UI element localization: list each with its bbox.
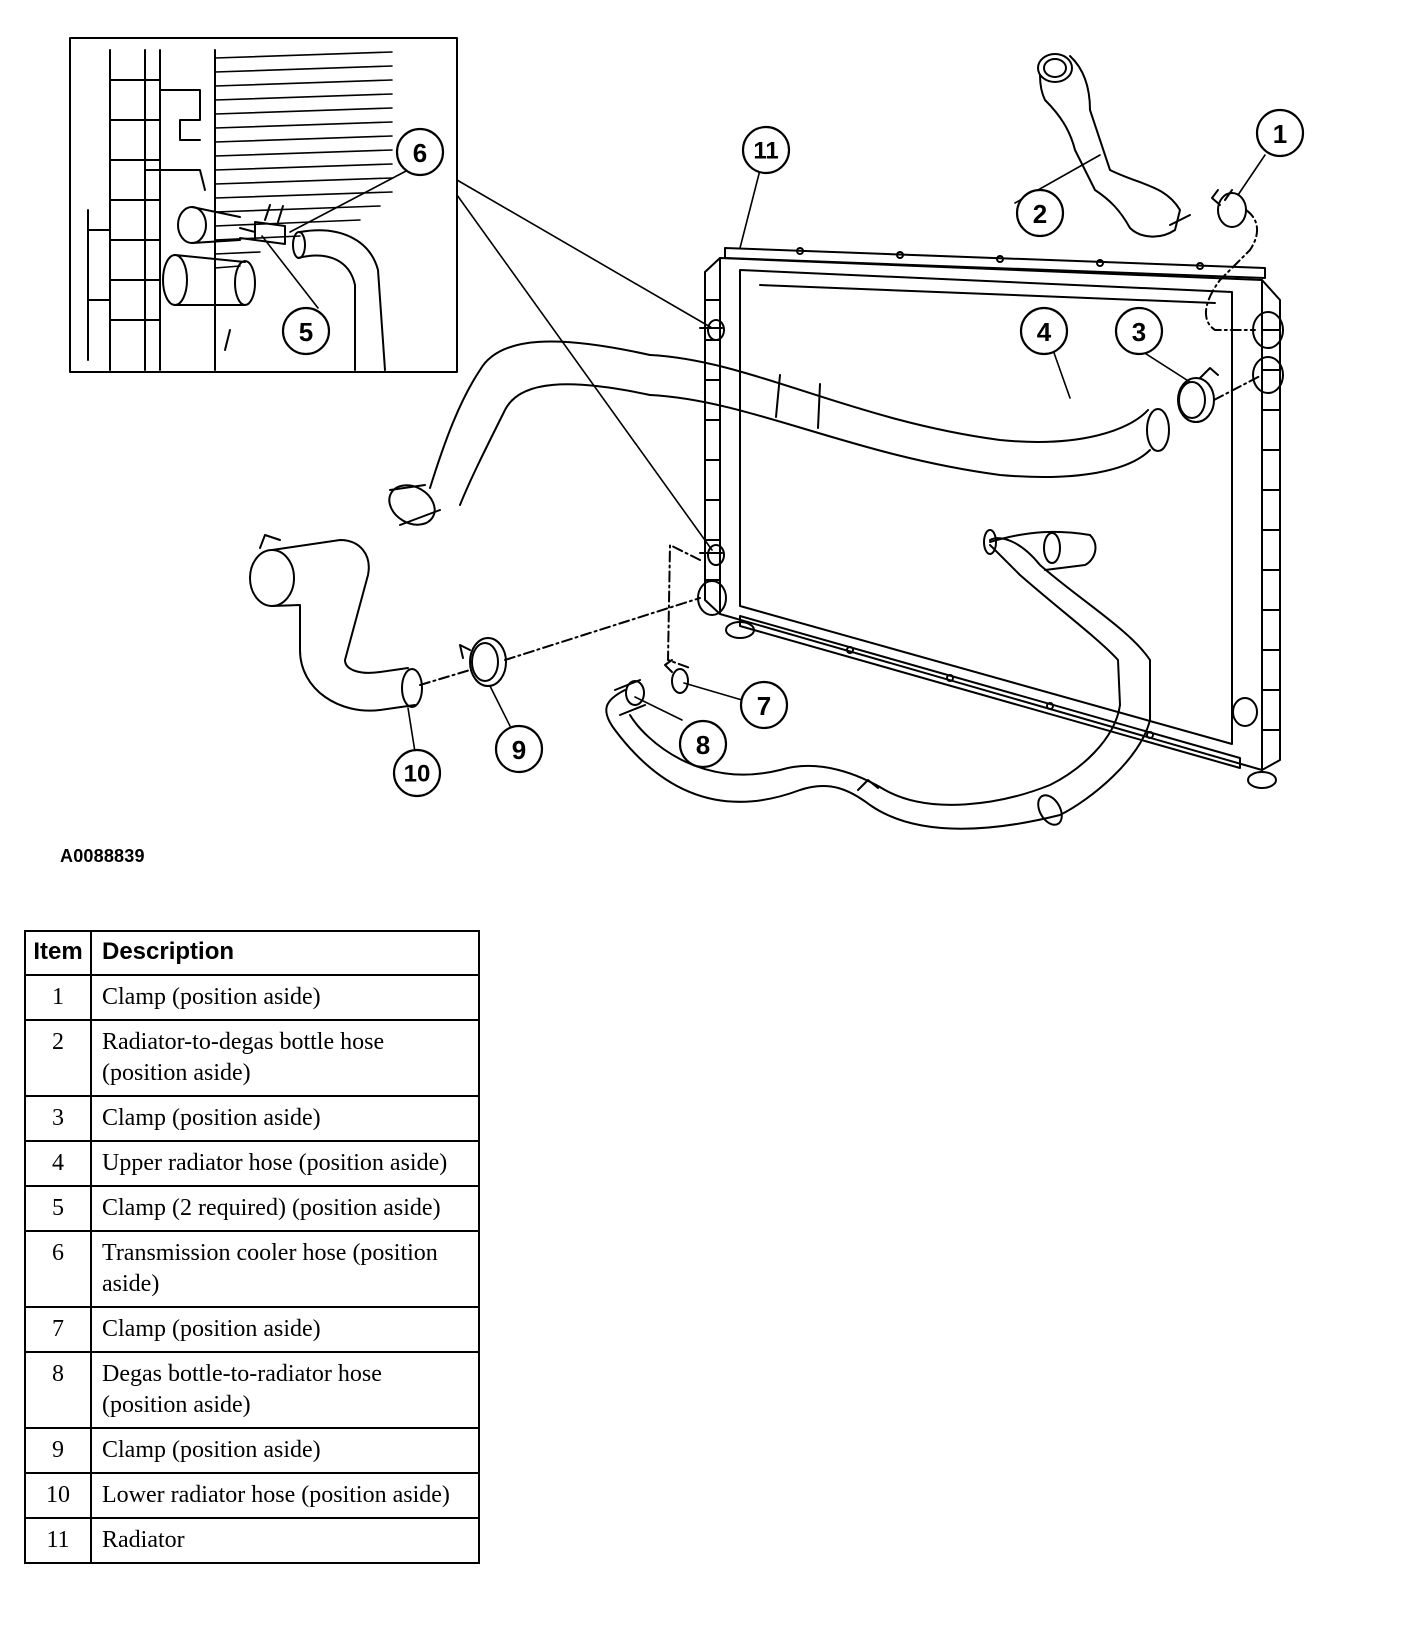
callout-11: 11	[753, 138, 778, 165]
item-number: 2	[24, 1019, 92, 1097]
callout-9: 9	[512, 735, 526, 765]
item-number: 10	[24, 1472, 92, 1519]
clamp-9-shape	[459, 637, 507, 687]
item-number: 4	[24, 1140, 92, 1187]
item-number: 11	[24, 1517, 92, 1564]
table-row: 2 Radiator-to-degas bottle hose (positio…	[24, 1019, 480, 1097]
item-number: 3	[24, 1095, 92, 1142]
callout-8: 8	[696, 730, 710, 760]
item-description: Lower radiator hose (position aside)	[90, 1472, 480, 1519]
item-description: Clamp (2 required) (position aside)	[90, 1185, 480, 1232]
item-column-header: Item	[24, 930, 92, 976]
radiator-to-degas-bottle-hose	[1037, 53, 1191, 238]
table-row: 4 Upper radiator hose (position aside)	[24, 1140, 480, 1187]
item-description: Clamp (position aside)	[90, 1427, 480, 1474]
item-description: Transmission cooler hose (position aside…	[90, 1230, 480, 1308]
item-description: Upper radiator hose (position aside)	[90, 1140, 480, 1187]
table-row: 10 Lower radiator hose (position aside)	[24, 1472, 480, 1519]
figure-id: A0088839	[60, 846, 145, 866]
item-description: Radiator	[90, 1517, 480, 1564]
radiator-outline	[697, 247, 1284, 789]
lower-radiator-hose	[249, 534, 423, 712]
item-description: Degas bottle-to-radiator hose (position …	[90, 1351, 480, 1429]
item-number: 6	[24, 1230, 92, 1308]
table-row: 11 Radiator	[24, 1517, 480, 1564]
callout-2: 2	[1033, 199, 1047, 229]
callout-5: 5	[299, 317, 313, 347]
leader-lines	[261, 154, 1266, 753]
item-number: 9	[24, 1427, 92, 1474]
item-description: Clamp (position aside)	[90, 974, 480, 1021]
callout-4: 4	[1037, 317, 1052, 347]
clamp-7-shape	[664, 659, 689, 694]
table-header-row: Item Description	[24, 930, 480, 976]
item-number: 7	[24, 1306, 92, 1353]
parts-table: Item Description 1 Clamp (position aside…	[24, 930, 480, 1564]
radiator-hose-diagram: 1 2 3 4 5 6 7 8 9 10 11	[69, 37, 1305, 830]
description-column-header: Description	[90, 930, 480, 976]
table-row: 3 Clamp (position aside)	[24, 1095, 480, 1142]
clamp-3-shape	[1177, 367, 1219, 423]
callout-6: 6	[413, 138, 427, 168]
item-number: 5	[24, 1185, 92, 1232]
item-number: 1	[24, 974, 92, 1021]
callout-10: 10	[404, 761, 431, 788]
table-row: 6 Transmission cooler hose (position asi…	[24, 1230, 480, 1308]
callout-circles	[281, 108, 1305, 798]
upper-radiator-hose	[388, 340, 1170, 526]
callout-7: 7	[757, 691, 771, 721]
item-number: 8	[24, 1351, 92, 1429]
table-row: 1 Clamp (position aside)	[24, 974, 480, 1021]
item-description: Clamp (position aside)	[90, 1306, 480, 1353]
clamp-1-shape	[1211, 189, 1247, 228]
item-description: Clamp (position aside)	[90, 1095, 480, 1142]
degas-bottle-to-radiator-hose	[605, 529, 1151, 830]
table-row: 7 Clamp (position aside)	[24, 1306, 480, 1353]
item-description: Radiator-to-degas bottle hose (position …	[90, 1019, 480, 1097]
table-row: 5 Clamp (2 required) (position aside)	[24, 1185, 480, 1232]
table-row: 9 Clamp (position aside)	[24, 1427, 480, 1474]
table-row: 8 Degas bottle-to-radiator hose (positio…	[24, 1351, 480, 1429]
inset-detail-view	[69, 37, 458, 373]
callout-1: 1	[1273, 119, 1287, 149]
callout-3: 3	[1132, 317, 1146, 347]
